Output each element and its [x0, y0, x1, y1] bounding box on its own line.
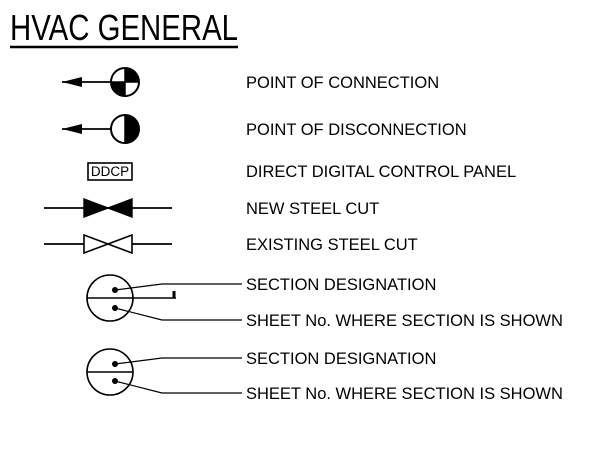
new-steel-cut-row: NEW STEEL CUT: [44, 197, 379, 219]
section-marker-1-top-label: SECTION DESIGNATION: [246, 276, 436, 294]
section-marker-1: SECTION DESIGNATION SHEET No. WHERE SECT…: [86, 274, 563, 330]
existing-steel-cut-label: EXISTING STEEL CUT: [246, 236, 418, 254]
title-text: HVAC GENERAL: [10, 7, 238, 48]
point-of-connection-label: POINT OF CONNECTION: [246, 74, 439, 92]
ddcp-row: DDCP DIRECT DIGITAL CONTROL PANEL: [87, 162, 516, 181]
section-marker-2-top-label: SECTION DESIGNATION: [246, 350, 436, 368]
section-marker-2-icon: [86, 348, 242, 396]
section-marker-1-bottom-label: SHEET No. WHERE SECTION IS SHOWN: [246, 312, 563, 330]
section-marker-2-bottom-label: SHEET No. WHERE SECTION IS SHOWN: [246, 385, 563, 403]
point-of-connection-icon: [62, 67, 140, 97]
ddcp-symbol-text: DDCP: [91, 164, 129, 179]
new-steel-cut-label: NEW STEEL CUT: [246, 200, 379, 218]
existing-steel-cut-icon: [44, 233, 172, 255]
point-of-disconnection-row: POINT OF DISCONNECTION: [62, 114, 467, 144]
ddcp-label: DIRECT DIGITAL CONTROL PANEL: [246, 163, 516, 181]
point-of-disconnection-icon: [62, 114, 140, 144]
ddcp-icon: DDCP: [87, 162, 133, 181]
existing-steel-cut-row: EXISTING STEEL CUT: [44, 233, 418, 255]
new-steel-cut-icon: [44, 197, 172, 219]
point-of-disconnection-label: POINT OF DISCONNECTION: [246, 121, 467, 139]
legend-title: HVAC GENERAL: [10, 7, 238, 49]
section-marker-2: SECTION DESIGNATION SHEET No. WHERE SECT…: [86, 348, 563, 403]
point-of-connection-row: POINT OF CONNECTION: [62, 67, 439, 97]
section-marker-1-icon: [86, 274, 242, 322]
